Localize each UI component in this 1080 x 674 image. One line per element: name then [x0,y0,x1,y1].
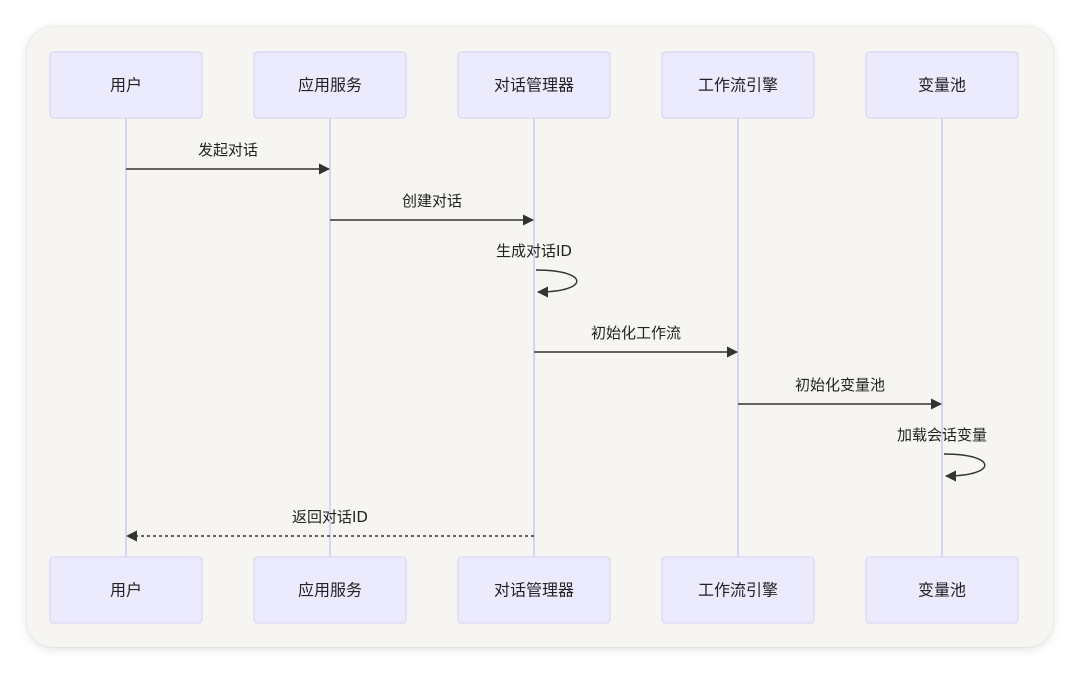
actor-box [49,556,203,624]
actor-box [661,556,815,624]
actor-box [457,556,611,624]
self-loop-arrow [943,453,986,482]
actor-label: 变量池 [918,581,966,600]
actor-box [457,51,611,119]
actor-top-conv: 对话管理器 [457,51,611,119]
actor-label: 工作流引擎 [698,581,778,600]
message-6: 加载会话变量 [897,426,987,482]
actor-box [253,51,407,119]
self-loop-arrow [535,269,578,298]
message-label: 初始化变量池 [795,376,885,394]
actor-label: 工作流引擎 [698,76,778,95]
actor-bottom-var: 变量池 [865,556,1019,624]
message-4: 初始化工作流 [534,324,739,358]
actor-bottom-wf: 工作流引擎 [661,556,815,624]
actor-label: 应用服务 [298,76,362,95]
actor-bottom-conv: 对话管理器 [457,556,611,624]
actor-label: 对话管理器 [494,76,574,95]
message-label: 发起对话 [198,141,258,159]
actor-bottom-app: 应用服务 [253,556,407,624]
message-label: 生成对话ID [496,242,572,260]
actor-box [661,51,815,119]
message-3: 生成对话ID [496,242,578,298]
message-label: 返回对话ID [292,508,368,526]
actor-top-wf: 工作流引擎 [661,51,815,119]
actor-bottom-user: 用户 [49,556,203,624]
actor-label: 应用服务 [298,581,362,600]
actor-label: 用户 [110,581,142,600]
message-label: 加载会话变量 [897,426,987,444]
actor-box [253,556,407,624]
message-2: 创建对话 [330,192,535,226]
message-label: 创建对话 [402,192,462,210]
actor-label: 变量池 [918,76,966,95]
diagram-card [27,27,1053,647]
actor-top-var: 变量池 [865,51,1019,119]
actor-box [865,51,1019,119]
actor-box [865,556,1019,624]
message-label: 初始化工作流 [591,324,681,342]
actor-box [49,51,203,119]
actor-label: 用户 [110,76,142,95]
message-5: 初始化变量池 [738,376,943,410]
actor-label: 对话管理器 [494,581,574,600]
actor-top-app: 应用服务 [253,51,407,119]
actor-top-user: 用户 [49,51,203,119]
message-7: 返回对话ID [125,508,534,542]
message-1: 发起对话 [126,141,331,175]
